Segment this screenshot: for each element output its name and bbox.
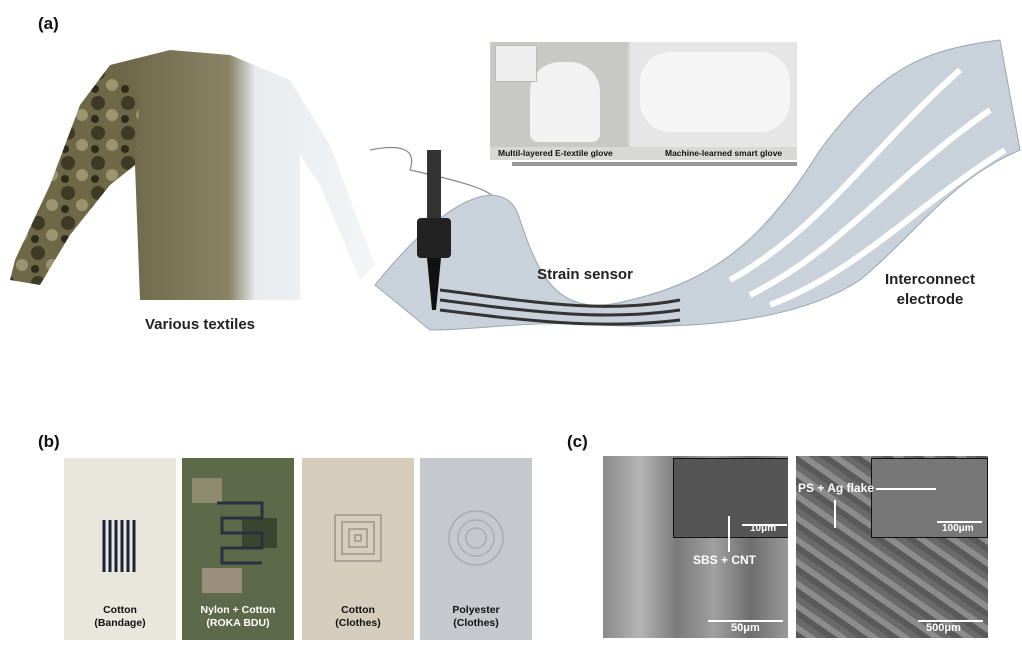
panel-b-label: (b): [38, 432, 60, 451]
sem-inset: 10μm: [673, 458, 788, 538]
printed-textile-ribbon: [369, 39, 1021, 331]
scale-label: 50μm: [731, 622, 760, 634]
sem-image-sbs-cnt: 10μm SBS + CNT 50μm: [603, 456, 788, 638]
sem-image-ps-ag: 100μm PS + Ag flake 500μm: [796, 456, 988, 638]
inset-scale-label: 10μm: [750, 523, 777, 534]
e-textile-glove-photo: [490, 42, 628, 147]
glove-photos: Multil-layered E-textile glove Machine-l…: [490, 42, 797, 160]
sample-cotton-clothes: Cotton(Clothes): [302, 458, 414, 640]
scale-label: 500μm: [926, 622, 961, 634]
sample-use: (Bandage): [94, 617, 146, 629]
glove-caption-1: Multil-layered E-textile glove: [498, 148, 613, 158]
interconnect-label-line2: electrode: [896, 291, 964, 308]
annotation-ps-ag: PS + Ag flake: [798, 481, 874, 495]
sample-use: (Clothes): [335, 617, 381, 629]
glove-caption-2: Machine-learned smart glove: [665, 148, 783, 158]
sample-name: Cotton: [341, 604, 375, 616]
interconnect-label-line1: Interconnect: [884, 271, 975, 288]
sensor-layers-inset: [495, 45, 537, 82]
panel-a-label: (a): [38, 14, 59, 33]
annotation-sbs-cnt: SBS + CNT: [693, 553, 757, 567]
sample-name: Polyester: [452, 604, 500, 616]
sample-polyester-clothes: Polyester(Clothes): [420, 458, 532, 640]
printing-nozzle: [417, 150, 451, 310]
smart-glove-photo: [630, 42, 797, 147]
sample-use: (Clothes): [453, 617, 499, 629]
shirt-illustration: [10, 50, 375, 300]
sample-cotton-bandage: Cotton(Bandage): [64, 458, 176, 640]
sample-nylon-cotton-bdu: Nylon + Cotton(ROKA BDU): [182, 458, 294, 640]
arrow-right: [876, 488, 936, 490]
shirt-label: Various textiles: [144, 316, 256, 333]
strain-sensor-label: Strain sensor: [537, 266, 633, 283]
arrow-up: [728, 516, 730, 552]
sample-name: Nylon + Cotton: [200, 604, 276, 616]
panel-c-label: (c): [567, 432, 588, 451]
sem-inset: 100μm: [871, 458, 988, 538]
sample-use: (ROKA BDU): [206, 617, 270, 629]
sample-name: Cotton: [103, 604, 137, 616]
arrow-down: [834, 500, 836, 528]
inset-scale-label: 100μm: [942, 523, 974, 534]
